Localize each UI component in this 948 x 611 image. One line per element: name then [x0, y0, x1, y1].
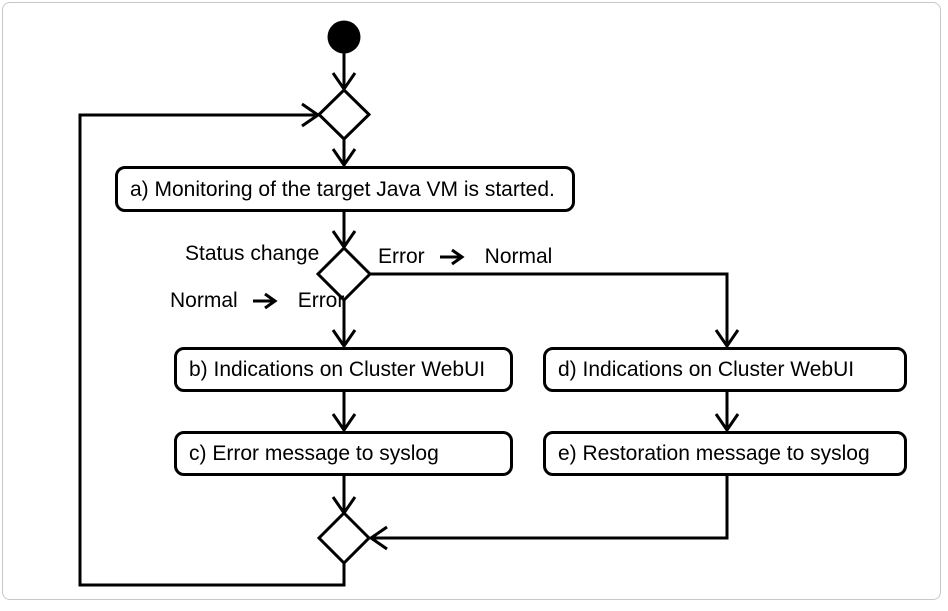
arrowhead-into-action-d [714, 329, 740, 349]
merge-diamond-bottom [316, 510, 372, 566]
arrow-right-icon [252, 292, 278, 309]
label-error-to-normal-from: Error [378, 245, 425, 268]
action-d-indications-webui: d) Indications on Cluster WebUI [543, 347, 907, 392]
action-b-indications-webui: b) Indications on Cluster WebUI [174, 347, 513, 392]
arrowhead-loop-into-top-diamond [301, 102, 321, 128]
action-c-label: c) Error message to syslog [189, 442, 439, 465]
arrowhead-into-action-a [331, 148, 357, 168]
label-normal-to-error: Normal Error [170, 290, 344, 311]
status-change-decision-diamond [315, 245, 373, 303]
merge-diamond-top [316, 87, 372, 142]
arrowhead-into-action-c [331, 413, 357, 433]
label-normal-to-error-from: Normal [170, 289, 238, 312]
action-a-label: a) Monitoring of the target Java VM is s… [130, 177, 555, 201]
action-a-monitoring-started: a) Monitoring of the target Java VM is s… [115, 166, 575, 212]
action-d-label: d) Indications on Cluster WebUI [558, 358, 855, 381]
action-b-label: b) Indications on Cluster WebUI [189, 358, 486, 381]
label-error-to-normal: Error Normal [378, 246, 552, 267]
arrowhead-into-status-decision [331, 230, 357, 250]
edge-action-e-to-merge [373, 476, 729, 540]
label-status-change-text: Status change [185, 242, 320, 265]
edge-loop-back [78, 113, 346, 587]
arrowhead-into-top-diamond [331, 72, 357, 92]
arrowhead-into-action-e [714, 413, 740, 433]
action-e-restoration-message-syslog: e) Restoration message to syslog [543, 431, 907, 476]
arrowhead-into-merge-right [368, 525, 388, 551]
initial-node [327, 20, 361, 54]
arrowhead-into-action-b [331, 329, 357, 349]
label-status-change: Status change [185, 243, 319, 264]
label-normal-to-error-to: Error [297, 289, 345, 312]
action-e-label: e) Restoration message to syslog [558, 442, 870, 465]
action-c-error-message-syslog: c) Error message to syslog [174, 431, 513, 476]
arrowhead-into-merge-top [331, 496, 357, 516]
edge-status-decision-to-action-d [369, 272, 729, 343]
label-error-to-normal-to: Normal [484, 245, 553, 268]
arrow-right-icon [439, 248, 465, 265]
